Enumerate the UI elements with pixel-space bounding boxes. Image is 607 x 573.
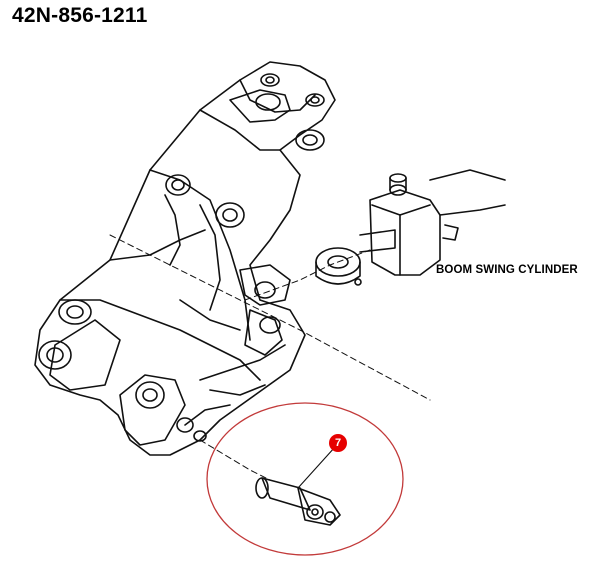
callout-marker[interactable]: 7 [329, 434, 347, 452]
highlight-circle [206, 402, 404, 556]
swing-bracket [34, 61, 336, 456]
cylinder-label: BOOM SWING CYLINDER [436, 264, 578, 276]
part-number-title: 42N-856-1211 [12, 4, 148, 27]
cylinder-body [369, 189, 441, 276]
